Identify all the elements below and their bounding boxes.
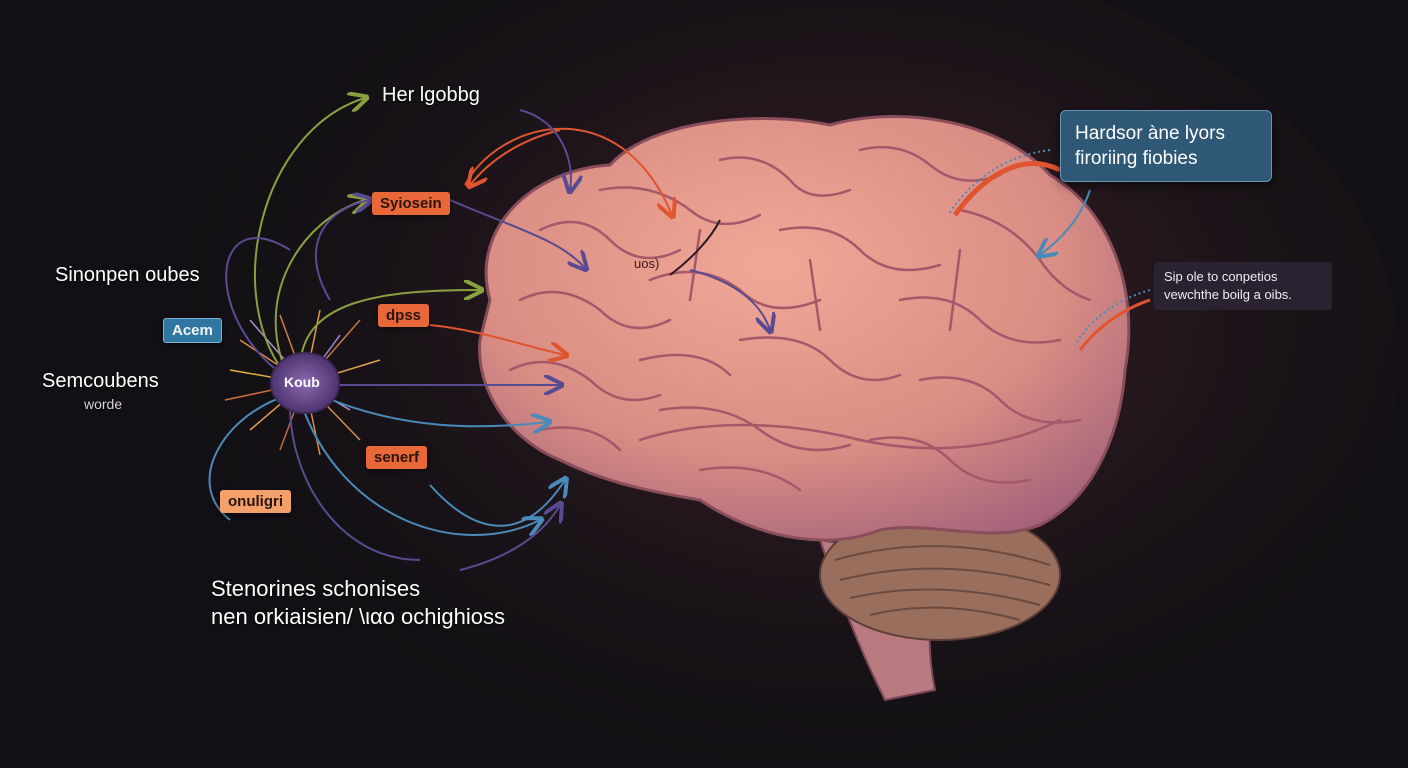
bottom-label-line2: nen orkiaisien/ \ιαo ochighioss: [211, 604, 505, 629]
tag-dpss: dpss: [378, 304, 430, 327]
callout-sip-line2: vewchthe boilg a oibs.: [1164, 287, 1292, 302]
left-second-label: Semcoubens: [42, 370, 159, 392]
tag-onuligri: onuligri: [220, 490, 291, 513]
tag-syosein: Syiosein: [372, 192, 450, 215]
callout-hardsor: Hardsor àne lyors firoriing fiobies: [1060, 110, 1272, 182]
connection-arrows: [208, 98, 1151, 571]
bottom-label-line1: Stenorines schonises: [211, 576, 421, 601]
left-second-sublabel: worde: [84, 396, 123, 412]
brain-region-label: uos): [634, 256, 660, 271]
callout-sip: Sip ole to conpetios vewchthe boilg a oi…: [1154, 262, 1332, 310]
tag-senerf: senerf: [366, 446, 428, 469]
brain-illustration: [478, 115, 1131, 702]
callout-sip-line1: Sip ole to conpetios: [1164, 269, 1278, 284]
neuron-hub-icon: [270, 352, 340, 414]
top-label: Her lgobbg: [382, 84, 480, 106]
callout-hardsor-line2: firoriing fiobies: [1075, 148, 1198, 169]
callout-hardsor-line1: Hardsor àne lyors: [1075, 123, 1225, 144]
left-main-label: Sinonpen oubes: [55, 264, 200, 286]
tag-acem: Acem: [163, 318, 222, 343]
hub-label: Koub: [284, 374, 320, 390]
